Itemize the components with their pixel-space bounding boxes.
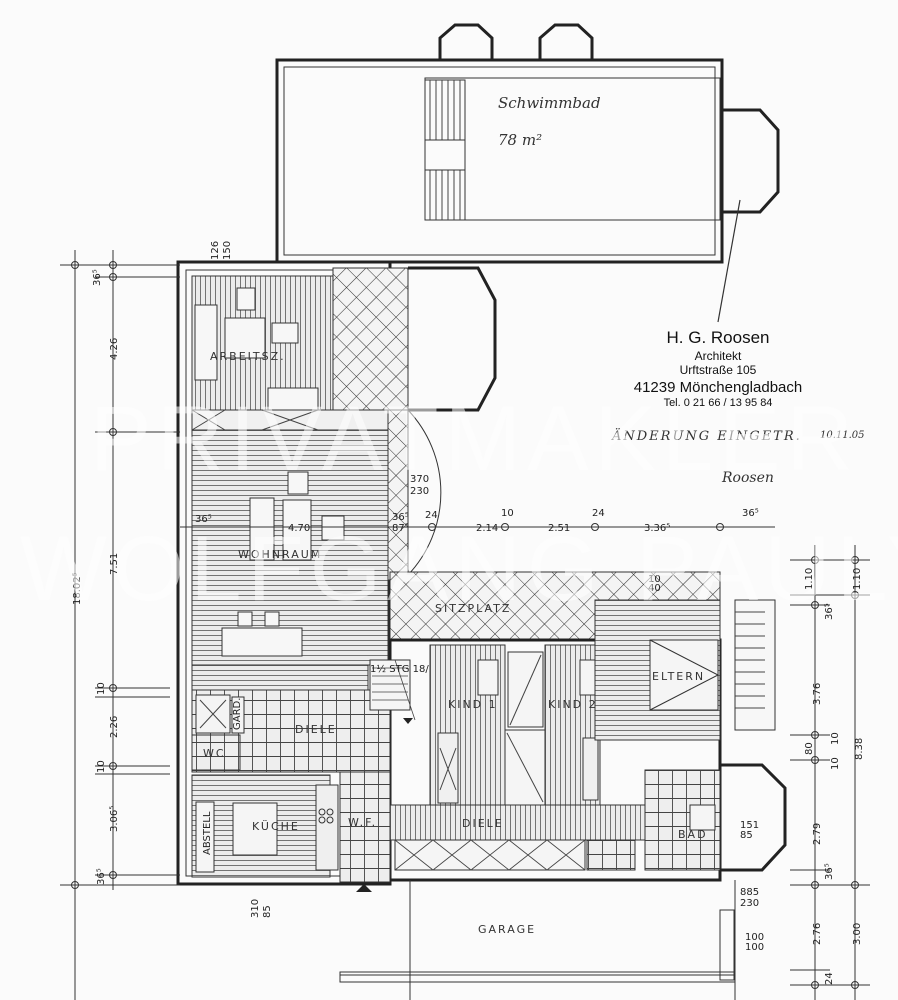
room-label-arbeitszimmer: ARBEITSZ. <box>210 350 286 363</box>
watermark-line-2: WOLFGANG PAULY <box>20 518 898 620</box>
architect-title-block: H. G. Roosen Architekt Urftstraße 105 41… <box>611 328 865 486</box>
pool-area-label: 78 m² <box>498 131 542 149</box>
dim-left: 36⁵ <box>96 868 107 885</box>
dim-right: 10 <box>830 757 841 770</box>
dim-bad-window: 85 <box>740 830 753 841</box>
label-stair: 1½ STG 18/27 <box>370 663 441 675</box>
dim-bad-window: 151 <box>740 820 759 831</box>
room-label-kueche: KÜCHE <box>252 820 300 833</box>
dim-garage-window: 100 <box>745 942 764 953</box>
pool-building: Schwimmbad 78 m² <box>275 23 780 323</box>
architect-name: H. G. Roosen <box>667 328 770 347</box>
dim-horizontal: 3.36⁵ <box>644 523 670 534</box>
dim-top-window: 126 <box>210 241 221 260</box>
dim-left: 4.26 <box>109 338 120 360</box>
architect-street: Urftstraße 105 <box>680 363 757 377</box>
room-label-sitzplatz: SITZPLATZ <box>435 602 511 615</box>
dim-eltern-window: 40 <box>648 583 661 594</box>
dim-right-outer: 1.10 <box>852 568 863 590</box>
dim-right: 2.76 <box>812 923 823 945</box>
dim-right: 2.79 <box>812 823 823 845</box>
room-label-diele-left: DIELE <box>295 723 337 736</box>
dim-right: 24 <box>824 972 835 985</box>
dim-horizontal: 36⁵ <box>392 512 409 523</box>
dim-right: 1.10 <box>804 568 815 590</box>
dim-horizontal: 24 <box>425 510 438 521</box>
dim-left-outer: 18.02⁵ <box>72 572 83 605</box>
room-label-wf: W.F. <box>348 816 377 829</box>
dim-left: 3.06⁵ <box>109 806 120 832</box>
pool-label: Schwimmbad <box>498 94 601 112</box>
dim-garage-window: 100 <box>745 932 764 943</box>
signature: Roosen <box>721 470 774 486</box>
architect-city: 41239 Mönchengladbach <box>634 379 802 396</box>
room-label-eltern: ELTERN <box>652 670 705 683</box>
dim-horizontal: 10 <box>501 508 514 519</box>
dim-kitchen-window: 85 <box>262 905 273 918</box>
main-house: ARBEITSZ. WOHNRAUM GARD. WC DIELE 1½ STG… <box>176 260 497 892</box>
terrace-top <box>332 267 409 411</box>
dim-left: 36⁵ <box>92 269 103 286</box>
room-label-wohnraum: WOHNRAUM <box>238 548 322 561</box>
dim-horizontal: 4.70 <box>288 523 310 534</box>
dim-garage-door: 885 <box>740 887 759 898</box>
watermark-line-1: PRIVATMAKLER <box>90 388 859 490</box>
room-wf <box>339 771 391 883</box>
revision-note: ÄNDERUNG EINGETR. <box>611 427 802 444</box>
dim-right-outer: 3.00 <box>852 923 863 945</box>
dim-right: 80 <box>804 742 815 755</box>
room-diele-right <box>389 804 646 841</box>
dim-right: 36⁵ <box>824 603 835 620</box>
revision-date: 10.11.05 <box>820 430 865 441</box>
dim-garage-door: 230 <box>740 898 759 909</box>
entrance-marker-icon <box>356 884 372 892</box>
dimension-labels: 18.02⁵ 36⁵ 4.26 7.51 10 2.26 10 3.06⁵ 36… <box>72 241 865 985</box>
dim-horizontal: 36⁵ <box>742 508 759 519</box>
dim-eltern-window: 10 <box>648 574 661 585</box>
room-label-bad: BAD <box>678 828 708 841</box>
dim-left: 10 <box>96 760 107 773</box>
room-label-diele-right: DIELE <box>462 817 504 830</box>
pool-stairs <box>424 79 466 221</box>
dim-horizontal: 36⁵ <box>195 514 212 525</box>
room-label-garage: GARAGE <box>478 923 536 936</box>
dim-left: 10 <box>96 682 107 695</box>
label-garderobe: GARD. <box>232 698 243 730</box>
room-label-kind2: KIND 2 <box>548 698 598 711</box>
architect-phone: Tel. 0 21 66 / 13 95 84 <box>664 397 773 409</box>
room-label-wc: WC <box>203 747 226 760</box>
dim-window-wohnraum: 230 <box>410 486 429 497</box>
dim-right-outer: 8.38 <box>854 738 865 760</box>
dim-left: 2.26 <box>109 716 120 738</box>
right-wing: KIND 1 KIND 2 ELTERN DIELE BAD <box>389 599 787 882</box>
dim-window-wohnraum: 370 <box>410 474 429 485</box>
architect-role: Architekt <box>695 349 742 363</box>
label-abstell: ABSTELL <box>202 811 213 855</box>
dimension-lines <box>60 250 870 1000</box>
dim-kitchen-window: 310 <box>250 899 261 918</box>
dim-right: 36⁵ <box>824 863 835 880</box>
watermark: PRIVATMAKLER WOLFGANG PAULY <box>20 388 898 620</box>
dim-right: 10 <box>830 732 841 745</box>
dim-right: 3.76 <box>812 683 823 705</box>
room-label-kind1: KIND 1 <box>448 698 498 711</box>
dim-horizontal: 2.51 <box>548 523 570 534</box>
dim-top-window: 150 <box>222 241 233 260</box>
dim-horizontal: 24 <box>592 508 605 519</box>
dim-left: 7.51 <box>109 553 120 575</box>
garage: GARAGE <box>339 880 736 1000</box>
dim-horizontal: 2.14 <box>476 523 498 534</box>
dim-horizontal: 87⁵ <box>392 523 409 534</box>
